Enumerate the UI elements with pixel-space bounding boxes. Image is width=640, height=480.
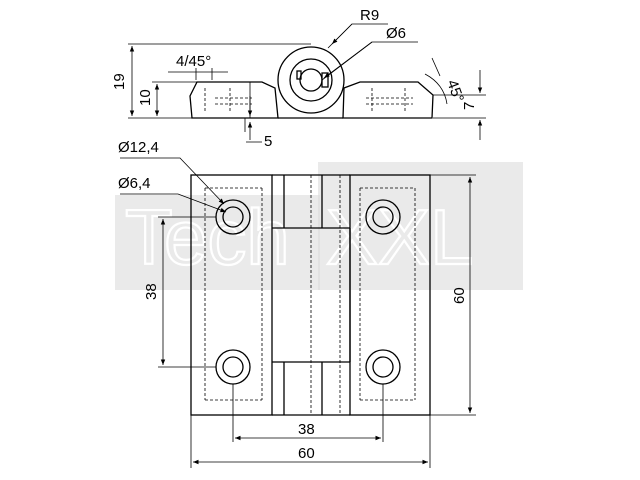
dim-angle: 45° (443, 78, 467, 105)
knuckle-outer (277, 46, 345, 114)
side-view (189, 46, 434, 119)
dim-d6-4: Ø6,4 (118, 175, 151, 192)
front-view (190, 174, 431, 416)
hole-bottom-right-inner (372, 356, 394, 378)
dim-v38: 38 (143, 283, 160, 300)
pin-notch (296, 70, 302, 80)
hole-top-left-inner (222, 206, 244, 228)
front-dimensions: Ø12,4 Ø6,4 38 60 38 60 (118, 139, 476, 468)
dim-h60: 60 (451, 287, 468, 304)
hole-top-right-inner (372, 206, 394, 228)
dim-d12-4: Ø12,4 (118, 139, 159, 156)
dim-d6: Ø6 (386, 25, 406, 42)
side-dimensions: 19 10 4/45° 5 R9 Ø6 45° 7 (111, 7, 486, 150)
hidden-holes-left (204, 88, 252, 112)
knuckle-top (283, 175, 350, 229)
pin-key (321, 72, 329, 88)
dim-5: 5 (264, 133, 272, 150)
dim-chamfer: 4/45° (176, 53, 211, 70)
pin-hole (299, 68, 323, 92)
dim-b38: 38 (298, 421, 315, 438)
watermark-right: XXL (326, 193, 473, 281)
hidden-edges (204, 188, 416, 400)
hole-bottom-left-inner (222, 356, 244, 378)
dim-r9: R9 (360, 7, 379, 24)
hole-bottom-right-outer (365, 349, 401, 385)
dim-7: 7 (461, 102, 478, 110)
knuckle-inner (289, 58, 333, 102)
side-left-flange (189, 81, 279, 119)
hidden-holes-right (366, 88, 413, 112)
hole-top-right-outer (365, 199, 401, 235)
watermark: Tech XXL (115, 162, 523, 290)
dim-b60: 60 (298, 445, 315, 462)
watermark-left: Tech (125, 193, 290, 281)
dim-19: 19 (111, 73, 128, 90)
left-leaf (190, 174, 273, 416)
side-right-flange (342, 81, 434, 119)
dim-10: 10 (137, 89, 154, 106)
hole-bottom-left-outer (215, 349, 251, 385)
